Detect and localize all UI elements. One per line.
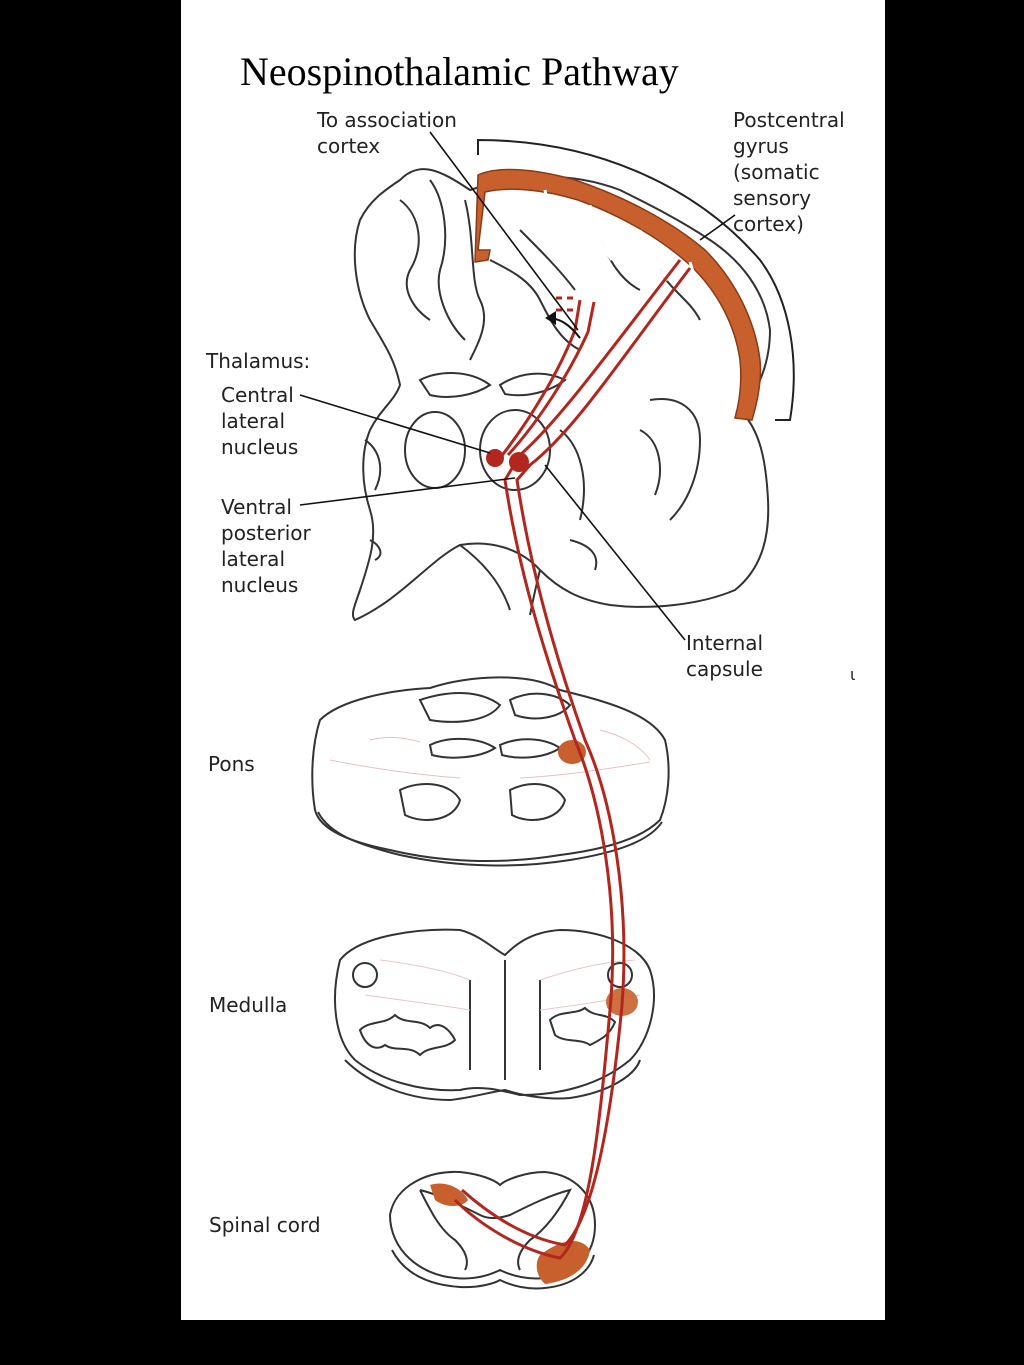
brain-outline [351,168,772,622]
medulla-outline [334,928,655,1097]
spinal-dorsal-horn-spot [430,1183,468,1206]
leader-association [429,131,579,331]
leader-vpl [299,477,516,506]
medulla-section [334,928,655,1102]
leader-central-lateral [299,394,491,454]
leader-internal-capsule [544,464,686,641]
temporal-lines [364,398,702,571]
tract-line-a [453,259,682,1260]
label-spinal-cord: Spinal cord [209,1213,321,1237]
spinal-outline [388,1170,597,1280]
pons-lateral-shading [329,729,651,779]
brainstem-stump [459,544,541,616]
leader-lines [299,131,736,641]
figure-panel [181,0,885,1320]
medulla-left-body [352,962,378,988]
tract-line-b [461,267,692,1247]
tract-branch-cl [498,299,582,459]
postcentral-cortex [474,168,762,421]
pons-base-shadow [317,811,663,867]
pons-outline [311,676,670,863]
medulla-right-body [607,962,633,988]
association-arrowhead [545,311,556,325]
label-medulla: Medulla [209,993,288,1017]
pons-section [311,676,670,867]
spinal-tract-spot [536,1240,590,1284]
left-gyri [399,179,486,361]
central-lateral-nucleus-spot [486,449,504,467]
thalamus-left-outline [404,411,466,489]
label-pons: Pons [208,752,255,776]
spinal-base-shadow [391,1249,595,1290]
association-dashes [556,296,578,312]
spinal-cord-section [388,1170,597,1290]
leader-postcentral [699,214,736,241]
right-gyri [489,229,701,351]
grey-matter [419,1188,572,1271]
ventricles [418,372,567,398]
pons-inner [398,692,572,821]
tract-branch-cl2 [506,301,596,457]
postcentral-bracket [477,138,795,421]
medulla-shading [364,959,641,1011]
spinothalamic-tract [453,259,692,1260]
stray-mark: ι [850,665,856,684]
medulla-nuclei [358,1006,617,1057]
diagram-title: Neospinothalamic Pathway [240,49,679,94]
cortex-folds [543,189,719,310]
medulla-base-shadow [344,1059,641,1102]
medulla-midline [469,960,541,1080]
label-thalamus: Thalamus: [206,349,311,373]
